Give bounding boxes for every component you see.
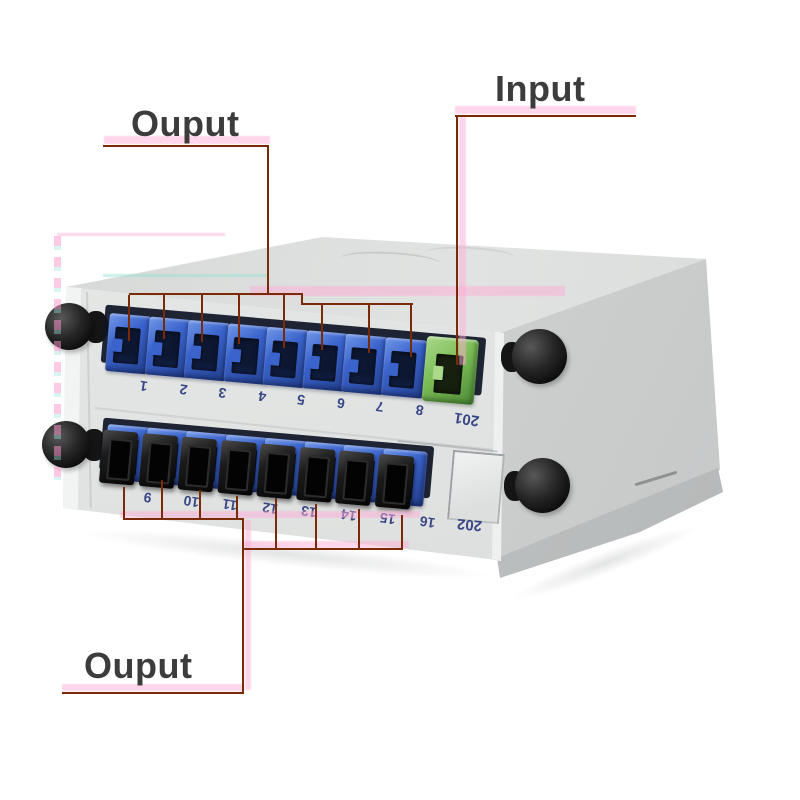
ghost-line bbox=[245, 520, 251, 690]
leader-drop-port-5 bbox=[283, 295, 285, 348]
port-number-3: 3 bbox=[217, 384, 228, 402]
ghost-line bbox=[103, 274, 268, 277]
leader-rise-port-11 bbox=[199, 490, 201, 520]
leader-line-output-top-vertical bbox=[267, 145, 269, 295]
ghost-line bbox=[455, 106, 636, 114]
output-label-top: Ouput bbox=[131, 103, 240, 144]
thumbscrew-top-right bbox=[512, 329, 567, 384]
leader-line-output-top-bar1 bbox=[129, 293, 303, 295]
input-port-number: 201 bbox=[452, 408, 481, 430]
dust-cap-recess bbox=[302, 455, 330, 499]
leader-rise-port-15 bbox=[358, 509, 360, 550]
leader-line-output-bottom-bar-left bbox=[123, 518, 244, 520]
sc-key-tab bbox=[269, 352, 281, 366]
sc-apc-input-port bbox=[421, 335, 480, 406]
dust-cap bbox=[374, 453, 414, 510]
ghost-line bbox=[120, 511, 420, 518]
dust-cap bbox=[216, 439, 257, 496]
leader-line-output-top-underline bbox=[103, 145, 269, 147]
leader-rise-port-13 bbox=[275, 498, 277, 550]
dust-cap bbox=[177, 436, 218, 493]
input-label: Input bbox=[495, 68, 586, 109]
sc-key-tab bbox=[347, 358, 359, 373]
leader-drop-port-4 bbox=[238, 295, 240, 344]
thumbscrew-bottom-right bbox=[515, 458, 570, 513]
port-number-8: 8 bbox=[413, 401, 425, 419]
leader-rise-port-16 bbox=[401, 515, 403, 550]
leader-rise-port-10 bbox=[161, 480, 163, 520]
port-number-16: 16 bbox=[418, 513, 436, 532]
port-number-4: 4 bbox=[256, 388, 267, 406]
leader-line-output-top-step bbox=[301, 293, 303, 305]
dust-cap bbox=[295, 446, 336, 503]
leader-drop-port-8 bbox=[410, 305, 412, 357]
thumbscrew-top-left bbox=[45, 303, 93, 350]
dust-cap bbox=[256, 443, 296, 500]
leader-line-output-bottom-vertical bbox=[242, 518, 244, 694]
dashed-guide-line bbox=[54, 236, 61, 480]
sc-key-tab bbox=[308, 355, 320, 370]
dust-cap bbox=[98, 429, 139, 486]
leader-rise-port-14 bbox=[315, 504, 317, 550]
ghost-line bbox=[104, 136, 270, 144]
ghost-line bbox=[244, 541, 409, 548]
sc-key-tab bbox=[111, 338, 123, 353]
dust-cap-recess bbox=[106, 438, 133, 482]
sc-key-tab bbox=[190, 345, 202, 360]
port-number-1: 1 bbox=[138, 377, 149, 395]
leader-rise-port-12 bbox=[236, 496, 238, 520]
dust-cap-recess bbox=[145, 441, 173, 485]
port-number-10: 10 bbox=[181, 492, 200, 511]
leader-rise-port-9 bbox=[123, 487, 125, 520]
leader-line-input-underline bbox=[455, 115, 636, 117]
ghost-line bbox=[459, 117, 466, 365]
leader-drop-port-1 bbox=[128, 295, 130, 341]
dust-cap bbox=[334, 450, 375, 507]
leader-drop-port-3 bbox=[201, 295, 203, 342]
dust-cap-recess bbox=[263, 451, 291, 495]
thumbscrew-bottom-left bbox=[42, 421, 90, 468]
leader-line-output-bottom-underline bbox=[62, 692, 244, 694]
leader-drop-port-6 bbox=[321, 305, 323, 350]
ghost-line bbox=[57, 233, 225, 236]
port-number-2: 2 bbox=[177, 381, 189, 399]
dust-cap-recess bbox=[224, 448, 251, 492]
ghost-line bbox=[250, 286, 565, 296]
port-number-6: 6 bbox=[335, 394, 346, 412]
dust-cap-recess bbox=[342, 458, 369, 502]
dust-cap-recess bbox=[381, 462, 409, 506]
leader-drop-port-7 bbox=[368, 305, 370, 353]
sc-key-tab bbox=[229, 348, 241, 363]
leader-line-output-top-bar2 bbox=[301, 303, 413, 305]
leader-line-input-vertical bbox=[456, 115, 458, 365]
port-number-7: 7 bbox=[374, 398, 385, 416]
sc-key-tab bbox=[151, 341, 163, 356]
port-number-5: 5 bbox=[295, 391, 307, 409]
dust-cap bbox=[138, 433, 178, 489]
dust-cap-recess bbox=[184, 445, 212, 488]
ghost-line bbox=[62, 684, 244, 691]
leader-line-output-bottom-bar-right bbox=[242, 548, 403, 550]
port-number-9: 9 bbox=[142, 489, 153, 507]
output-label-bottom: Ouput bbox=[84, 645, 193, 686]
sc-key-tab bbox=[432, 365, 444, 381]
sc-output-port-8 bbox=[380, 337, 428, 399]
sc-capped-port-16 bbox=[374, 448, 428, 510]
leader-drop-port-2 bbox=[163, 295, 165, 339]
sc-key-tab bbox=[387, 362, 399, 377]
